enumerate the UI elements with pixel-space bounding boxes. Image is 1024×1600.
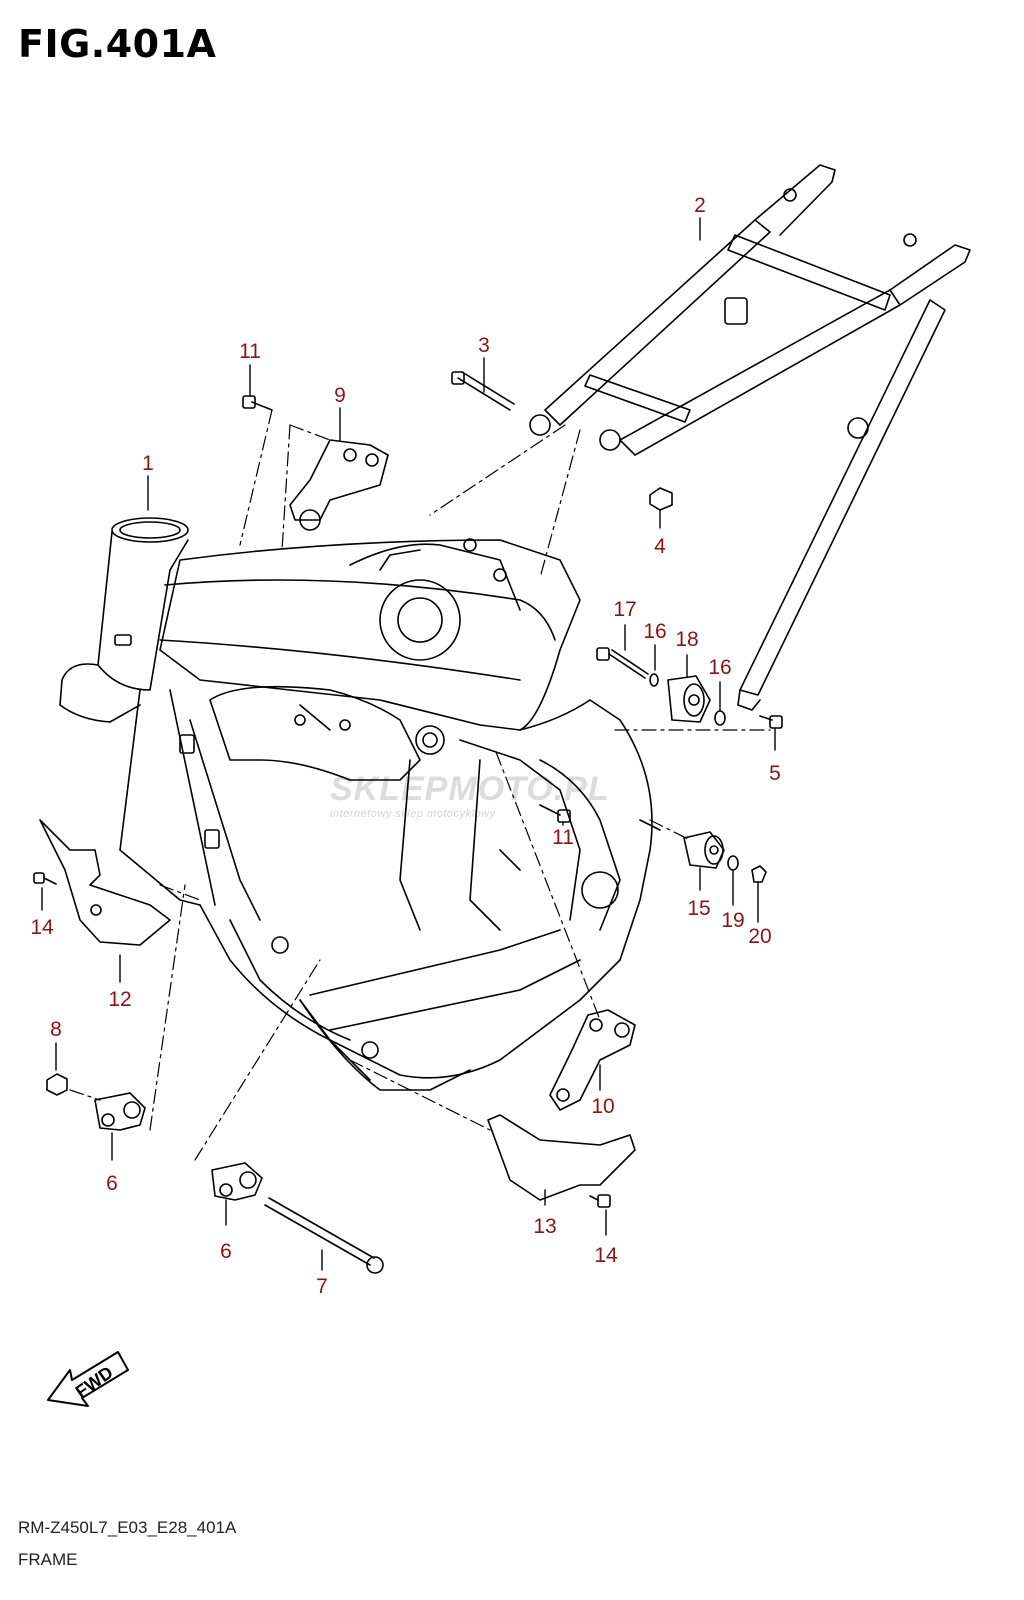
- bolt-11-mid: [539, 804, 571, 823]
- guard-12: [39, 819, 171, 946]
- callout-10[interactable]: 10: [591, 1095, 615, 1118]
- bushing-15: [683, 831, 725, 869]
- callout-13[interactable]: 13: [533, 1215, 557, 1238]
- callout-5[interactable]: 5: [769, 762, 781, 785]
- watermark-logo: SKLEPMOTO.PL: [330, 770, 610, 808]
- guard-13: [487, 1114, 636, 1201]
- bolt-14-right: [589, 1194, 611, 1208]
- bolt-7: [264, 1197, 384, 1274]
- rear-subframe: [529, 164, 971, 711]
- callout-9[interactable]: 9: [334, 384, 346, 407]
- nut-4: [649, 487, 673, 511]
- callout-14-right[interactable]: 14: [594, 1244, 618, 1267]
- callout-16-right[interactable]: 16: [708, 656, 732, 679]
- callout-4[interactable]: 4: [654, 535, 666, 558]
- callout-2[interactable]: 2: [694, 194, 706, 217]
- leader-lines: [41, 217, 776, 1271]
- callout-15[interactable]: 15: [687, 897, 711, 920]
- callout-12[interactable]: 12: [108, 988, 132, 1011]
- callout-20[interactable]: 20: [748, 925, 772, 948]
- callout-11-top[interactable]: 11: [239, 340, 261, 363]
- callout-7[interactable]: 7: [316, 1275, 328, 1298]
- washer-16-right: [714, 710, 726, 726]
- callout-6-lower[interactable]: 6: [220, 1240, 232, 1263]
- bolt-5: [759, 715, 783, 729]
- bracket-6-upper: [94, 1092, 146, 1131]
- bracket-6-lower: [211, 1162, 263, 1201]
- bolt-3: [451, 371, 515, 411]
- callout-19[interactable]: 19: [721, 909, 745, 932]
- diagram-code: RM-Z450L7_E03_E28_401A: [18, 1518, 237, 1537]
- callout-8[interactable]: 8: [50, 1018, 62, 1041]
- figure-title: FIG.401A: [18, 22, 217, 66]
- washer-19: [727, 855, 739, 871]
- callout-18[interactable]: 18: [675, 628, 699, 651]
- bolt-11-top: [242, 395, 273, 411]
- watermark-tagline: internetowy sklep motocyklowy: [330, 808, 496, 820]
- washer-16-left: [649, 673, 659, 687]
- nut-8: [46, 1073, 68, 1096]
- bolt-14-left: [33, 872, 57, 885]
- bracket-10: [549, 1009, 636, 1111]
- reference-lines: [69, 409, 771, 1161]
- nut-20: [751, 865, 767, 883]
- callout-16-left[interactable]: 16: [643, 620, 667, 643]
- callout-11-mid[interactable]: 11: [552, 826, 574, 849]
- callout-6-upper[interactable]: 6: [106, 1172, 118, 1195]
- fwd-arrow-icon: [47, 1351, 129, 1407]
- bolt-17: [596, 647, 649, 679]
- bushing-18: [667, 675, 711, 723]
- callout-3[interactable]: 3: [478, 334, 490, 357]
- diagram-name: FRAME: [18, 1550, 78, 1569]
- bracket-9: [289, 439, 389, 531]
- callout-14-left[interactable]: 14: [30, 916, 54, 939]
- main-frame: [59, 517, 661, 1091]
- callout-17[interactable]: 17: [613, 598, 637, 621]
- callout-1[interactable]: 1: [142, 452, 154, 475]
